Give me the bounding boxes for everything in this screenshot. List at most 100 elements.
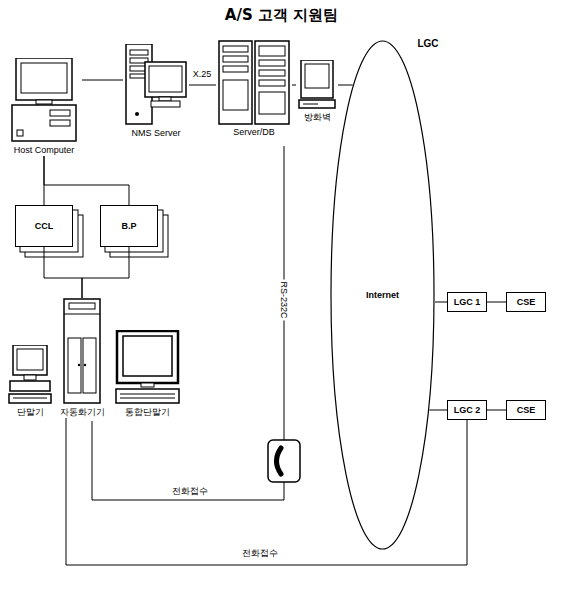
- illustration-shape: [17, 130, 23, 136]
- illustration-shape: [259, 60, 285, 66]
- illustration-shape: [50, 110, 70, 116]
- illustration-shape: [83, 338, 96, 393]
- illustration-shape: [299, 100, 335, 108]
- illustration-shape: [117, 331, 178, 383]
- illustration-shape: [12, 105, 76, 141]
- node-text: CSE: [517, 297, 536, 307]
- illustration-shape: [331, 41, 434, 549]
- connector-line: [82, 247, 129, 298]
- internet-cloud: Internet: [330, 40, 435, 550]
- illustration-shape: [16, 58, 72, 100]
- illustration-shape: [259, 80, 285, 86]
- illustration-shape: [149, 66, 182, 92]
- illustration-shape: [223, 46, 248, 52]
- illustration-shape: [135, 112, 139, 116]
- illustration-shape: [255, 41, 289, 124]
- stacked-box: CCL: [15, 205, 73, 247]
- illustration-shape: [69, 303, 95, 309]
- illustration-shape: [9, 394, 51, 403]
- icon-holder: [52, 298, 112, 405]
- illustration-shape: [13, 345, 47, 375]
- illustration-shape: [259, 46, 285, 56]
- illustration-shape: [115, 330, 180, 405]
- node-text: LGC 1: [454, 297, 481, 307]
- illustration-shape: [17, 349, 43, 370]
- connector-line: [487, 410, 506, 411]
- illustration-shape: [218, 40, 290, 125]
- illustration-shape: [123, 336, 172, 376]
- icon-holder: [6, 58, 82, 143]
- illustration-shape: [68, 338, 81, 393]
- node-text: Server/DB: [216, 126, 292, 138]
- node-text: CSE: [517, 405, 536, 415]
- illustration-shape: [50, 120, 70, 126]
- nms-server: NMS Server: [123, 44, 189, 139]
- host-computer: Host Computer: [6, 58, 82, 156]
- phone-line: [92, 421, 284, 500]
- illustration-shape: [10, 381, 50, 391]
- illustration-shape: [64, 299, 100, 403]
- terminal: 단말기: [6, 345, 54, 418]
- connector-line: [338, 85, 353, 86]
- icon-holder: [113, 330, 182, 405]
- process-box: CSE: [506, 400, 546, 420]
- node-text: NMS Server: [123, 127, 189, 139]
- illustration-shape: [303, 104, 318, 105]
- node-text: 단말기: [6, 406, 54, 418]
- region-label: LGC: [415, 38, 440, 50]
- illustration-shape: [130, 50, 148, 55]
- process-box: LGC 1: [447, 292, 487, 312]
- illustration-shape: [145, 62, 186, 97]
- illustration-shape: [223, 66, 248, 72]
- connector-line: [44, 156, 129, 205]
- illustration-shape: [141, 383, 154, 387]
- illustration-shape: [298, 60, 336, 110]
- node-text: 통합단말기: [113, 406, 182, 418]
- signal-name: RS-232C: [278, 279, 290, 320]
- illustration-shape: [219, 41, 252, 124]
- illustration-shape: [259, 92, 285, 114]
- illustration-shape: [84, 364, 86, 366]
- firewall: 방화벽: [296, 60, 338, 123]
- node-text: LGC 2: [454, 405, 481, 415]
- illustration-shape: [125, 44, 187, 126]
- illustration-shape: [8, 345, 52, 405]
- connector-line: [487, 302, 506, 303]
- illustration-shape: [24, 375, 36, 380]
- process-box: CSE: [506, 292, 546, 312]
- illustration-shape: [8, 58, 80, 143]
- illustration-shape: [120, 398, 175, 399]
- database-server: Server/DB: [216, 40, 292, 138]
- illustration-shape: [305, 64, 329, 88]
- icon-holder: [123, 44, 189, 126]
- connector-line: [82, 80, 123, 81]
- illustration-shape: [223, 56, 248, 62]
- illustration-shape: [21, 63, 67, 93]
- edge-label: 전화접수: [240, 547, 280, 559]
- phone-symbol: [268, 440, 300, 482]
- node-text: 방화벽: [296, 111, 338, 123]
- illustration-shape: [259, 70, 285, 76]
- phone-handset: [277, 448, 282, 474]
- process-box: LGC 2: [447, 400, 487, 420]
- node-text: CCL: [35, 221, 54, 231]
- connector-line: [66, 418, 467, 565]
- line-label: 전화접수: [170, 485, 210, 497]
- node-text: Host Computer: [6, 144, 82, 156]
- illustration-shape: [151, 101, 180, 107]
- illustration-shape: [301, 60, 333, 98]
- illustration-shape: [120, 394, 175, 395]
- diagram-title: A/S 고객 지원팀: [0, 6, 563, 25]
- illustration-shape: [223, 80, 248, 110]
- icon-holder: [296, 60, 338, 110]
- illustration-shape: [116, 389, 179, 403]
- node-text: Internet: [366, 290, 399, 300]
- icon-holder: [216, 40, 292, 125]
- connector-line: [429, 410, 447, 411]
- stacked-box: B.P: [100, 205, 158, 247]
- connector-line: [435, 302, 447, 303]
- illustration-shape: [64, 314, 100, 315]
- illustration-shape: [54, 298, 110, 405]
- connector-line: [292, 85, 296, 86]
